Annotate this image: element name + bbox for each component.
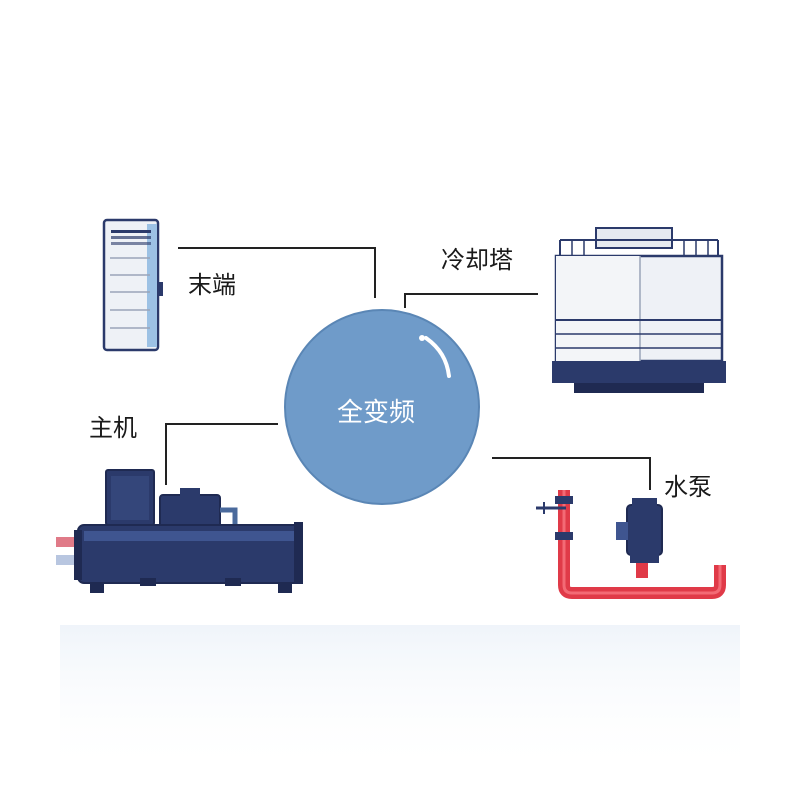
node-label-water-pump: 水泵 <box>664 473 712 501</box>
line-terminal <box>178 247 376 298</box>
hub-circle <box>284 309 480 505</box>
connector-lines <box>165 247 651 490</box>
node-label-terminal: 末端 <box>188 271 236 299</box>
hub-label: 全变频 <box>337 398 416 428</box>
cooling-tower-icon <box>552 227 726 393</box>
line-cooling-tower <box>404 293 538 308</box>
terminal-unit-icon <box>102 218 163 352</box>
node-label-chiller: 主机 <box>89 414 137 442</box>
node-label-cooling-tower: 冷却塔 <box>441 246 513 274</box>
water-pump-icon <box>536 490 726 599</box>
line-water-pump <box>492 457 651 490</box>
hub-highlight <box>424 336 451 378</box>
hub-highlight-dot <box>419 335 425 341</box>
floor-reflection <box>60 625 740 775</box>
chiller-icon <box>56 469 303 593</box>
line-chiller <box>165 423 278 485</box>
